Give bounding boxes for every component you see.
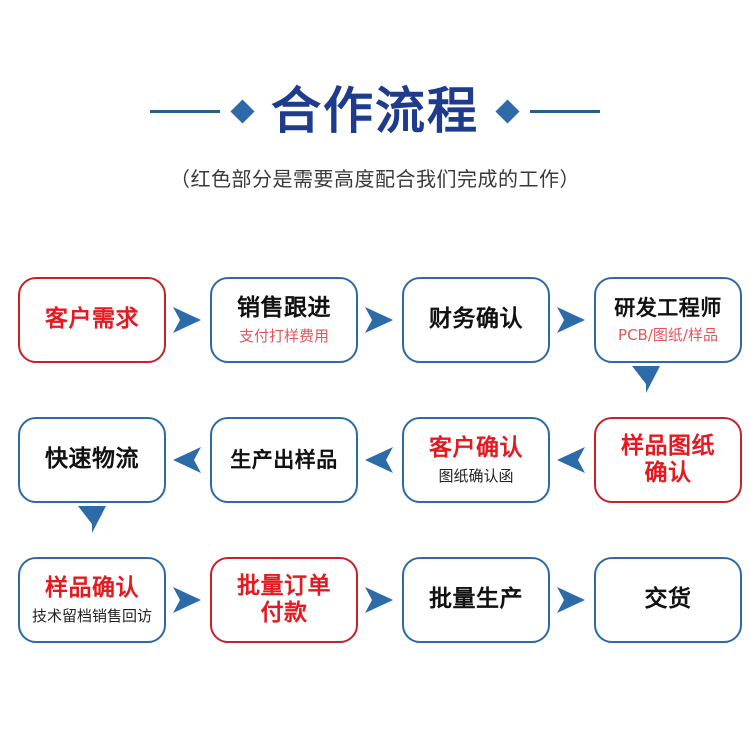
diamond-icon-left: [230, 98, 255, 124]
arrow-right-icon: [550, 302, 594, 338]
flow-node-fast-logistics[interactable]: 快速物流: [18, 417, 166, 503]
flow-node-sublabel: 支付打样费用: [238, 327, 329, 346]
flow-node-sublabel: 图纸确认函: [438, 467, 514, 486]
diamond-icon-right: [495, 98, 520, 124]
arrow-down-icon: [629, 362, 663, 396]
flow-node-customer-requirement[interactable]: 客户需求: [18, 277, 166, 363]
flow-node-label: 生产出样品: [230, 447, 338, 472]
flow-row-1: 客户需求 销售跟进 支付打样费用 财务确认: [0, 270, 750, 370]
flow-node-label: 财务确认: [429, 306, 523, 333]
flow-node-sample-confirm[interactable]: 样品确认 技术留档销售回访: [18, 557, 166, 643]
flow-node-label: 交货: [644, 586, 692, 613]
arrow-right-icon: [166, 302, 210, 338]
arrow-left-icon: [358, 442, 402, 478]
flow-node-sublabel: PCB/图纸/样品: [618, 325, 718, 344]
flow-node-label: 客户需求: [45, 306, 139, 333]
flow-node-label: 快速物流: [45, 446, 139, 473]
flow-node-sales-follow-up[interactable]: 销售跟进 支付打样费用: [210, 277, 358, 363]
flow-node-finance-confirm[interactable]: 财务确认: [402, 277, 550, 363]
arrow-left-icon: [550, 442, 594, 478]
flow-node-sublabel: 技术留档销售回访: [31, 607, 152, 626]
arrow-down-icon: [75, 502, 109, 536]
arrow-right-icon: [166, 582, 210, 618]
page-subtitle: （红色部分是需要高度配合我们完成的工作）: [170, 167, 580, 191]
flow-node-label: 客户确认: [429, 434, 523, 461]
flow-node-label: 批量生产: [429, 586, 523, 613]
arrow-right-icon: [358, 302, 402, 338]
flow-node-sample-drawing-confirm[interactable]: 样品图纸 确认: [594, 417, 742, 503]
flow-row-3: 样品确认 技术留档销售回访 批量订单 付款 批量生产: [0, 550, 750, 650]
flow-diagram: 客户需求 销售跟进 支付打样费用 财务确认: [0, 230, 750, 710]
page-title: 合作流程: [271, 82, 479, 140]
flow-node-delivery[interactable]: 交货: [594, 557, 742, 643]
flow-node-customer-confirm[interactable]: 客户确认 图纸确认函: [402, 417, 550, 503]
arrow-right-icon: [550, 582, 594, 618]
page-header: 合作流程 （红色部分是需要高度配合我们完成的工作）: [0, 0, 750, 230]
arrow-right-icon: [358, 582, 402, 618]
flow-node-produce-sample[interactable]: 生产出样品: [210, 417, 358, 503]
flow-node-rd-engineer[interactable]: 研发工程师 PCB/图纸/样品: [594, 277, 742, 363]
flow-node-bulk-production[interactable]: 批量生产: [402, 557, 550, 643]
flow-node-label: 研发工程师: [614, 296, 722, 321]
title-rule-left: [150, 109, 220, 113]
flow-node-label: 样品确认: [45, 574, 139, 601]
title-rule-right: [530, 109, 600, 113]
flow-node-label: 样品图纸 确认: [621, 432, 715, 486]
title-row: 合作流程: [0, 86, 750, 136]
flow-node-label: 销售跟进: [237, 294, 331, 321]
arrow-left-icon: [166, 442, 210, 478]
flow-node-label: 批量订单 付款: [237, 572, 331, 626]
flow-node-bulk-order-payment[interactable]: 批量订单 付款: [210, 557, 358, 643]
flow-row-2: 快速物流 生产出样品 客户确认 图纸确认函: [0, 410, 750, 510]
footer-whitespace: [0, 680, 750, 748]
